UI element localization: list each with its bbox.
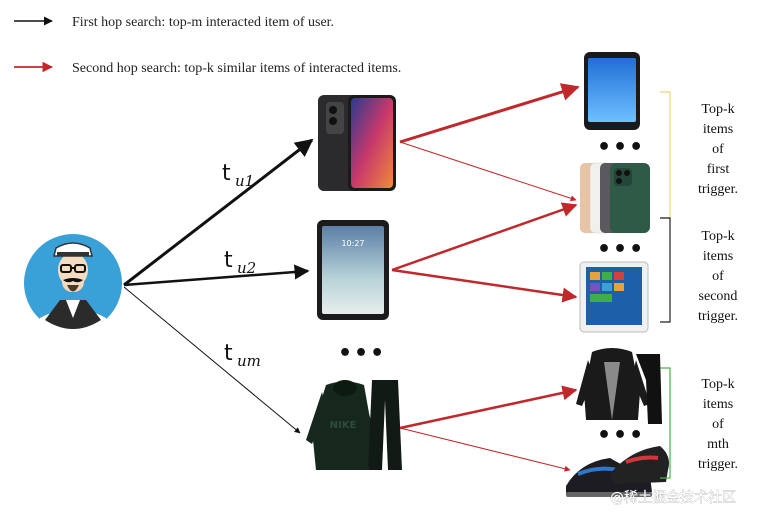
right-ellipsis-2: •••: [597, 237, 645, 262]
similar-tablet-icon: [579, 261, 649, 333]
edge-label-um: t um: [224, 341, 261, 370]
svg-text:trigger.: trigger.: [698, 182, 738, 197]
smartphone-icon: [318, 95, 396, 191]
svg-text:first: first: [707, 162, 730, 177]
svg-text:Top-k: Top-k: [701, 102, 734, 117]
edge-second-hop-2b: [391, 268, 578, 303]
svg-text:um: um: [237, 352, 261, 370]
svg-text:t: t: [224, 341, 233, 366]
edge-label-u2: t u2: [224, 248, 256, 277]
legend: First hop search: top-m interacted item …: [14, 15, 401, 76]
svg-text:mth: mth: [707, 437, 729, 452]
group-caption-second: Top-k items of second trigger.: [698, 229, 738, 324]
edge-second-hop-3a: [399, 385, 578, 430]
svg-text:items: items: [703, 397, 733, 412]
right-ellipsis-1: •••: [597, 135, 645, 160]
svg-text:items: items: [703, 122, 733, 137]
edge-second-hop-1b: [399, 141, 577, 202]
legend-first-hop-text: First hop search: top-m interacted item …: [72, 15, 334, 30]
similar-phone-colors-icon: [580, 162, 650, 234]
edge-um: [123, 286, 301, 434]
edge-u1: [123, 138, 314, 287]
svg-text:of: of: [712, 142, 724, 157]
legend-second-hop-text: Second hop search: top-k similar items o…: [72, 61, 401, 76]
tracksuit-icon: NIKE: [306, 380, 402, 470]
svg-text:items: items: [703, 249, 733, 264]
edge-second-hop-3b: [399, 427, 571, 472]
svg-text:Top-k: Top-k: [701, 377, 734, 392]
edge-label-u1: t u1: [222, 161, 254, 190]
bracket-third: [660, 367, 671, 479]
svg-text:trigger.: trigger.: [698, 309, 738, 324]
svg-text:u1: u1: [235, 172, 254, 190]
similar-sneakers-icon: [566, 446, 669, 497]
svg-text:of: of: [712, 417, 724, 432]
svg-text:trigger.: trigger.: [698, 457, 738, 472]
svg-text:NIKE: NIKE: [330, 420, 357, 431]
svg-text:of: of: [712, 269, 724, 284]
middle-ellipsis: •••: [338, 341, 386, 366]
svg-text:t: t: [224, 248, 233, 273]
svg-text:u2: u2: [237, 259, 256, 277]
svg-text:t: t: [222, 161, 231, 186]
similar-jacket-icon: [576, 348, 662, 424]
watermark: @稀土掘金技术社区: [610, 490, 736, 506]
user-avatar-icon: [24, 234, 122, 333]
svg-text:10:27: 10:27: [341, 239, 364, 248]
group-caption-third: Top-k items of mth trigger.: [698, 377, 738, 472]
right-ellipsis-3: •••: [597, 423, 645, 448]
svg-text:second: second: [699, 289, 738, 304]
tablet-icon: 10:27: [317, 220, 389, 320]
svg-text:Top-k: Top-k: [701, 229, 734, 244]
similar-phone-icon: [584, 52, 640, 130]
group-caption-first: Top-k items of first trigger.: [698, 102, 738, 197]
edge-u2: [123, 264, 310, 287]
bracket-first: [660, 91, 671, 219]
bracket-second: [660, 217, 671, 323]
edge-second-hop-1a: [399, 83, 580, 144]
edge-second-hop-2a: [391, 202, 578, 272]
